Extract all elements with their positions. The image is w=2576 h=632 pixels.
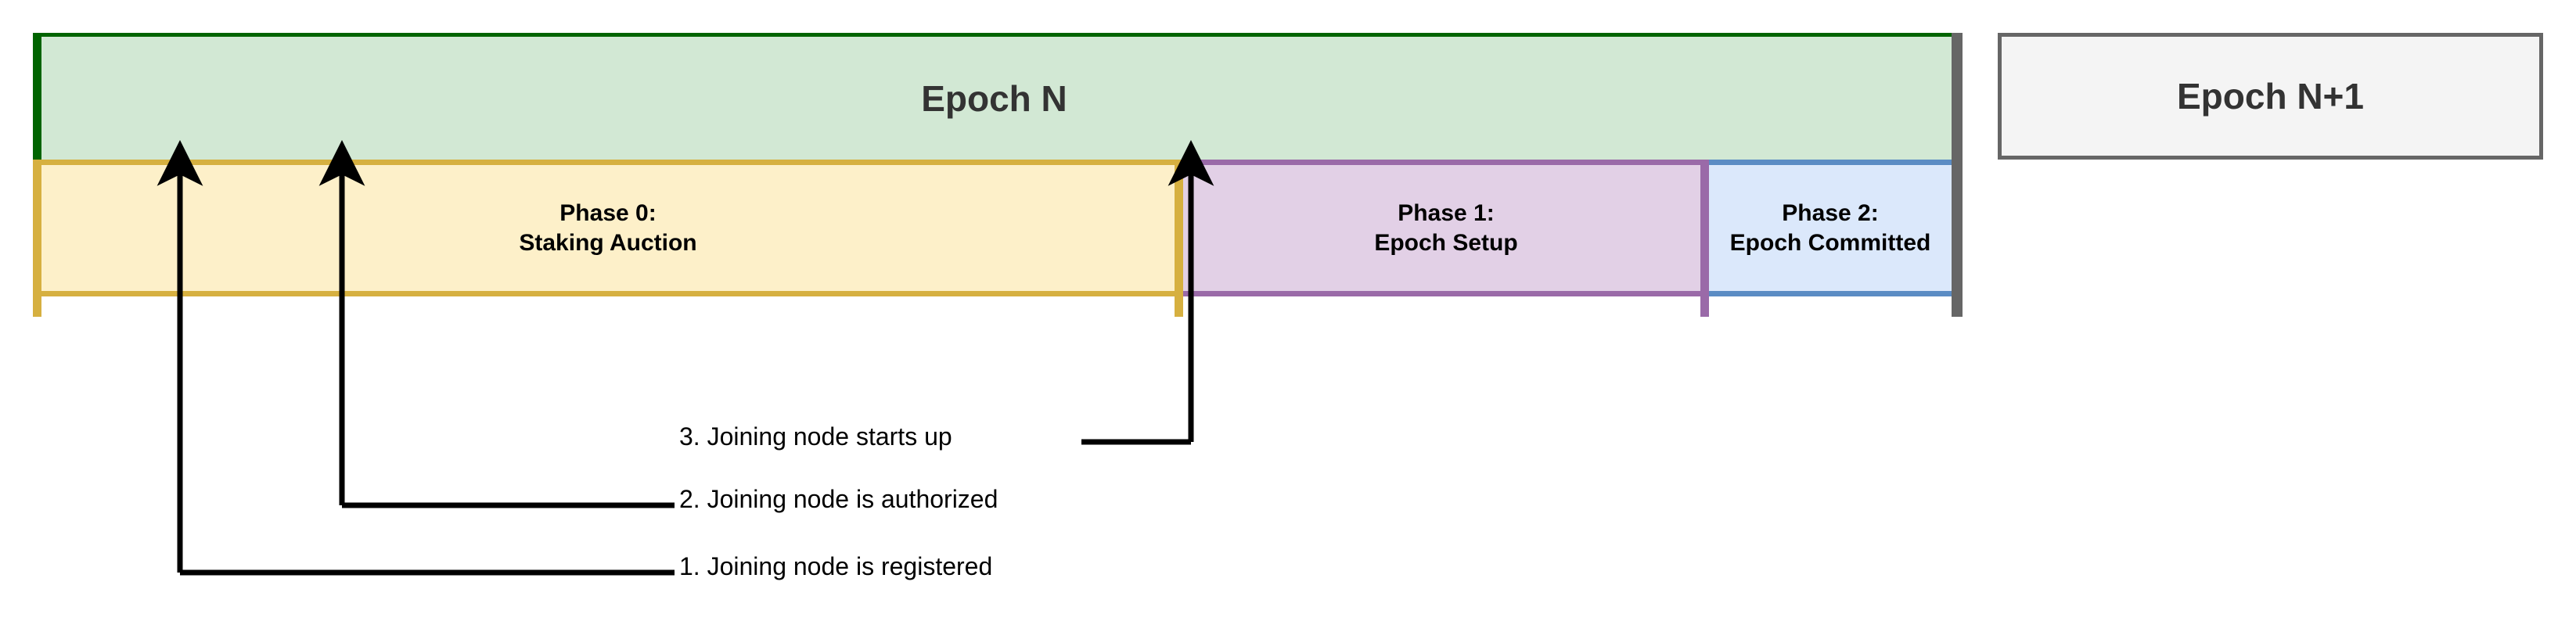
epoch-boundary-divider [1952, 33, 1963, 317]
epoch-n-box: Epoch N [33, 33, 1952, 160]
phase-1-title: Phase 1: [1398, 200, 1495, 226]
epoch-n-left-accent-bar [33, 33, 41, 160]
epoch-n-label: Epoch N [921, 77, 1067, 119]
callout-1-label: 1. Joining node is registered [679, 552, 993, 580]
callout-2-label: 2. Joining node is authorized [679, 485, 998, 513]
epoch-n-plus-1-box: Epoch N+1 [1998, 33, 2543, 160]
phase-0-title: Phase 0: [559, 200, 657, 226]
phase-2-subtitle: Epoch Committed [1729, 229, 1931, 256]
phase-1-right-separator [1700, 160, 1709, 317]
phase-2-title: Phase 2: [1782, 200, 1879, 226]
phase-0-subtitle: Staking Auction [519, 229, 697, 256]
phase-0-left-separator [33, 160, 41, 317]
phase-0-box: Phase 0: Staking Auction [33, 160, 1183, 296]
phase-1-box: Phase 1: Epoch Setup [1183, 160, 1709, 296]
phase-1-subtitle: Epoch Setup [1374, 229, 1518, 256]
epoch-n-plus-1-label: Epoch N+1 [2176, 76, 2364, 117]
phase-2-box: Phase 2: Epoch Committed [1709, 160, 1952, 296]
phase-0-right-separator [1175, 160, 1183, 317]
callout-3-label: 3. Joining node starts up [679, 422, 952, 451]
